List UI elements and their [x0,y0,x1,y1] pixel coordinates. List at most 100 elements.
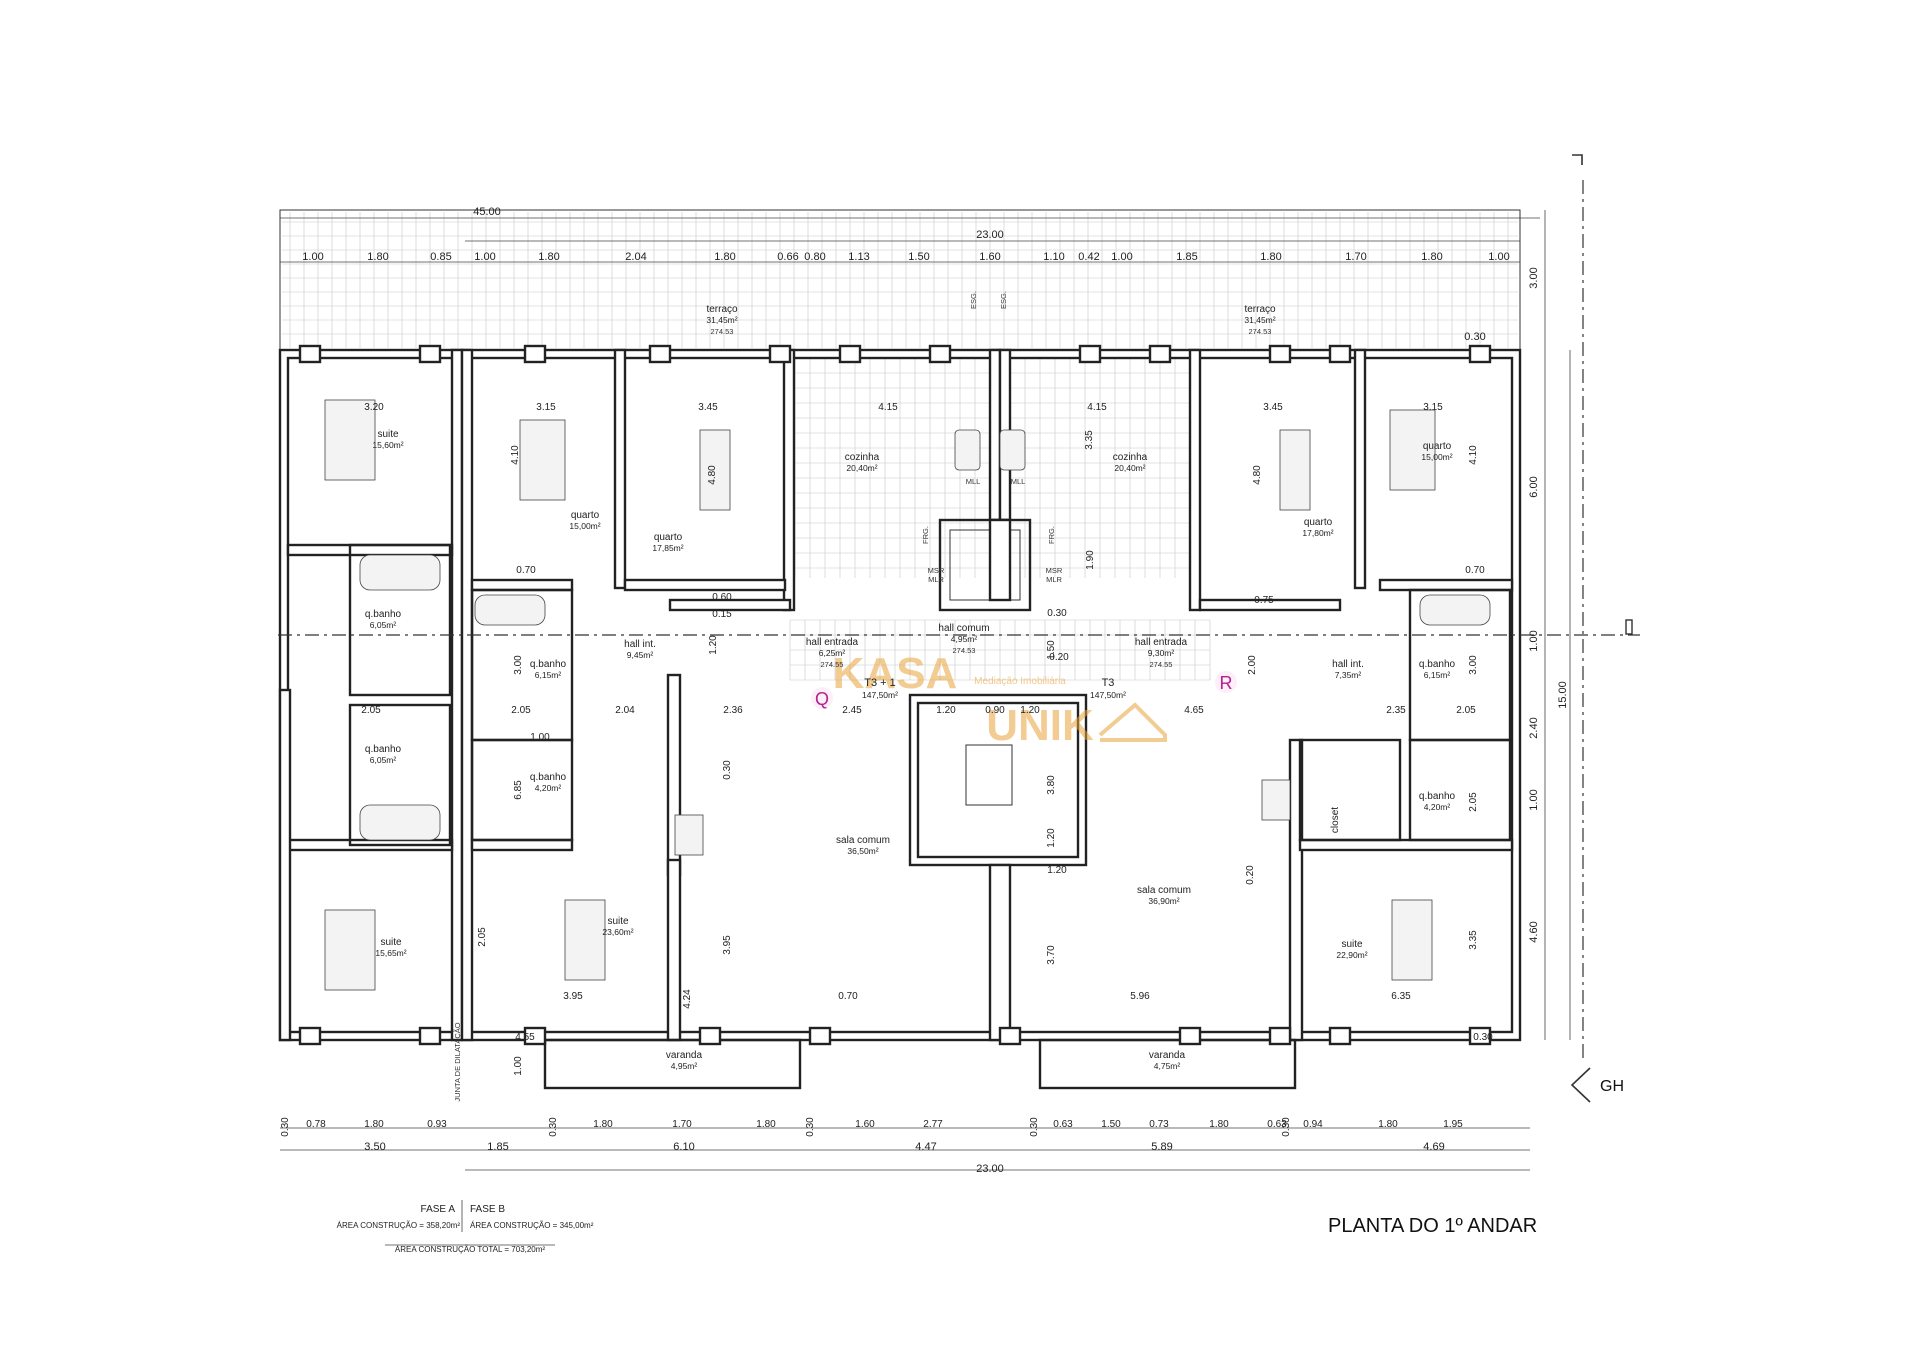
dimension-text: 1.50 [1046,640,1057,660]
dimension-text: 1.80 [1421,251,1442,263]
room-area: 4,95m² [951,634,978,644]
fixture-label: ESG. [969,291,978,309]
fixture-label: ESG. [999,291,1008,309]
dimension-text: 0.30 [1047,608,1067,619]
dimension-text: 2.04 [625,251,646,263]
dimension-text: 1.80 [538,251,559,263]
dimension-text: 0.30 [1464,331,1485,343]
fixture-label: FRG. [1047,526,1056,544]
dimension-text: 5.96 [1130,991,1150,1002]
room-code: 274.53 [953,646,976,655]
room-name: hall comum [938,623,989,634]
dimension-text: 1.80 [1209,1119,1229,1130]
dimension-text: 6.85 [513,780,524,800]
fixture-label: JUNTA DE DILATAÇÃO [453,1022,462,1101]
dimension-text: 0.42 [1078,251,1099,263]
dimension-text: 1.20 [708,635,719,655]
fase-b-label: FASE B [470,1204,505,1215]
dimension-text: 1.10 [1043,251,1064,263]
fixture-label: FRG. [921,526,930,544]
dimension-lines [280,210,1571,1171]
dimension-text: 0.63 [1053,1119,1073,1130]
room-area: 36,50m² [847,846,878,856]
room-name: sala comum [836,835,890,846]
dimension-text: 1.60 [855,1119,875,1130]
dimension-text: 2.05 [1456,705,1476,716]
axis-lines [278,180,1640,1060]
dimension-text: 1.13 [848,251,869,263]
dimension-text: 1.00 [474,251,495,263]
dimension-text: 1.80 [593,1119,613,1130]
total-area: ÁREA CONSTRUÇÃO TOTAL = 703,20m² [395,1245,546,1254]
fase-b-area: ÁREA CONSTRUÇÃO = 345,00m² [470,1221,594,1230]
room-area: 15,60m² [372,440,403,450]
fixture-label: MSR [1046,566,1063,575]
room-name: hall entrada [806,637,859,648]
dimension-text: 2.77 [923,1119,943,1130]
area-notes: FASE A ÁREA CONSTRUÇÃO = 358,20m² FASE B… [337,1200,594,1254]
dimension-text: 4.24 [682,989,693,1009]
dimension-text: 3.15 [1423,402,1443,413]
dimension-text: 1.95 [1443,1119,1463,1130]
room-name: terraço [1244,304,1276,315]
watermark-line2: UNIK [986,701,1094,750]
room-area: 9,30m² [1148,648,1175,658]
dimension-text: 4.15 [878,402,898,413]
room-name: hall entrada [1135,637,1188,648]
room-code: 274.55 [821,660,844,669]
dimension-text: 1.70 [1345,251,1366,263]
dimension-text: 2.36 [723,705,743,716]
fixture-label: MLL [1011,477,1026,486]
room-name: varanda [1149,1050,1186,1061]
room-area: 4,20m² [1424,802,1451,812]
dimension-text: 1.90 [1085,550,1096,570]
dimension-text: 1.70 [672,1119,692,1130]
dimension-text: 23.00 [976,1163,1004,1175]
room-code: 274.53 [711,327,734,336]
dimension-text: 0.73 [1149,1119,1169,1130]
room-code: 274.53 [1249,327,1272,336]
room-area: 15,00m² [1421,452,1452,462]
room-name: q.banho [530,772,567,783]
dimension-text: 0.90 [985,705,1005,716]
room-area: 31,45m² [706,315,737,325]
room-area: 31,45m² [1244,315,1275,325]
room-area: 6,05m² [370,755,397,765]
fixtures [324,399,1491,991]
dimension-text: 0.75 [1254,595,1274,606]
dimension-text: 4.80 [1252,465,1263,485]
dimension-text: 1.80 [1260,251,1281,263]
dimension-text: 4.80 [707,465,718,485]
unit-markers: Q R T3 + 1 147,50m² T3 147,50m² [811,671,1237,709]
room-name: quarto [654,532,683,543]
dimension-text: 2.35 [1386,705,1406,716]
dimension-text: 0.20 [1245,865,1256,885]
room-area: 6,25m² [819,648,846,658]
section-marker: GH [1570,154,1633,1103]
dimension-text: 0.78 [306,1119,326,1130]
dimension-text: 4.55 [515,1032,535,1043]
dimension-text: 4.10 [510,445,521,465]
room-area: 17,80m² [1302,528,1333,538]
dimension-text: 1.80 [364,1119,384,1130]
fase-a-label: FASE A [421,1204,456,1215]
dimension-text: 0.70 [838,991,858,1002]
kitchen-grid [789,357,1211,681]
room-name: hall int. [1332,659,1364,670]
dimension-text: 4.15 [1087,402,1107,413]
dimension-text: 2.05 [511,705,531,716]
room-area: 23,60m² [602,927,633,937]
dimension-text: 2.05 [361,705,381,716]
dimension-text: 1.60 [979,251,1000,263]
dimension-text: 1.00 [530,732,550,743]
